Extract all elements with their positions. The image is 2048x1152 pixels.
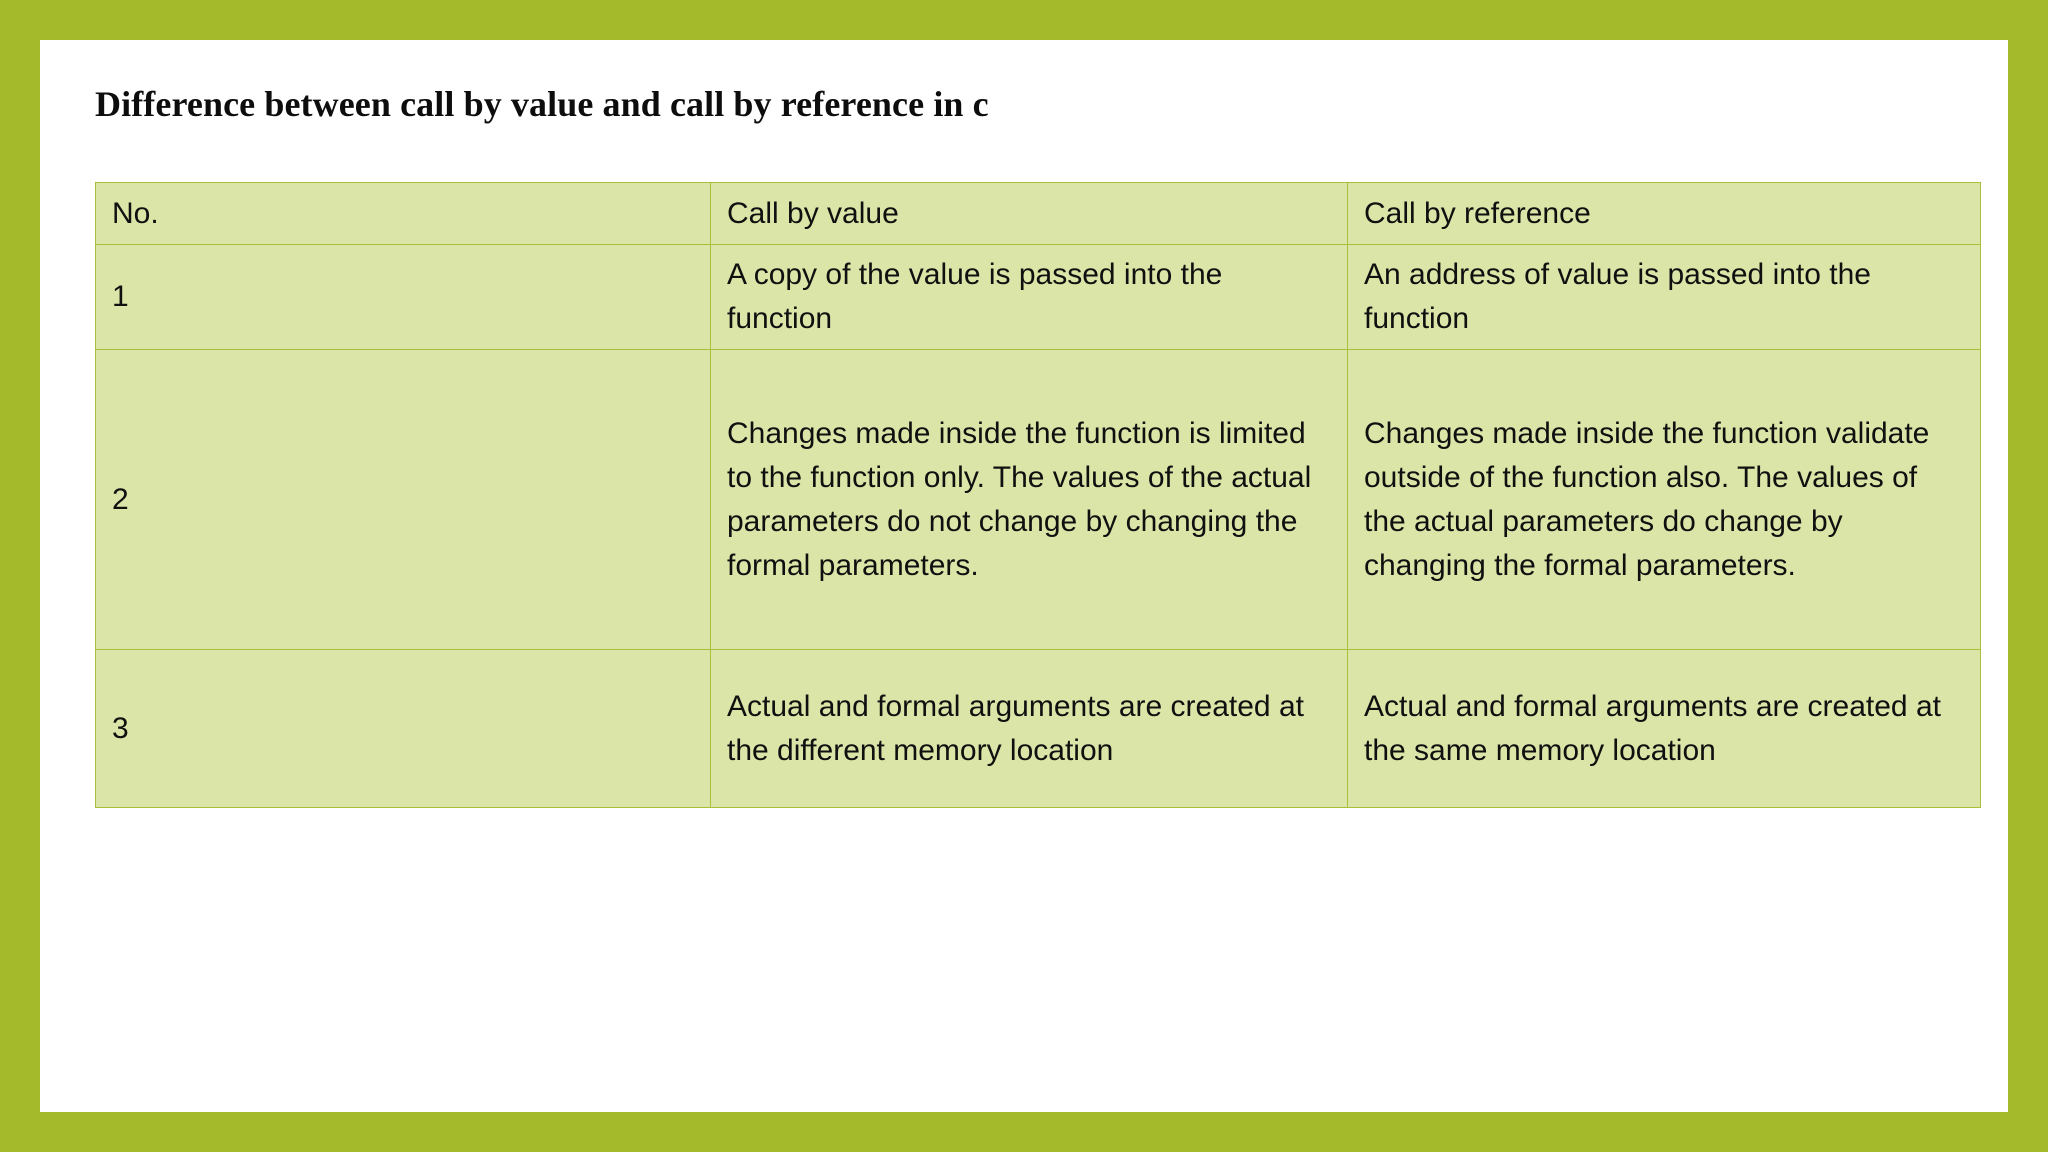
row-number-cell: 3 [95,649,711,808]
call-by-reference-cell: Actual and formal arguments are created … [1347,649,1981,808]
call-by-reference-cell: Changes made inside the function validat… [1347,349,1981,650]
table-header-row: No. Call by value Call by reference [95,182,1981,245]
row-number-cell: 2 [95,349,711,650]
call-by-value-cell: A copy of the value is passed into the f… [710,244,1348,350]
column-header-call-by-reference: Call by reference [1347,182,1981,245]
table-row: 1 A copy of the value is passed into the… [95,244,1981,350]
comparison-table: No. Call by value Call by reference 1 A … [95,182,1981,808]
column-header-call-by-value: Call by value [710,182,1348,245]
table-row: 2 Changes made inside the function is li… [95,349,1981,650]
table-header: No. Call by value Call by reference [95,182,1981,245]
call-by-reference-cell: An address of value is passed into the f… [1347,244,1981,350]
slide-canvas: Difference between call by value and cal… [40,40,2008,1112]
call-by-value-cell: Changes made inside the function is limi… [710,349,1348,650]
page-title: Difference between call by value and cal… [95,84,989,124]
call-by-value-cell: Actual and formal arguments are created … [710,649,1348,808]
column-header-no: No. [95,182,711,245]
row-number-cell: 1 [95,244,711,350]
table-row: 3 Actual and formal arguments are create… [95,649,1981,808]
table-body: 1 A copy of the value is passed into the… [95,244,1981,808]
